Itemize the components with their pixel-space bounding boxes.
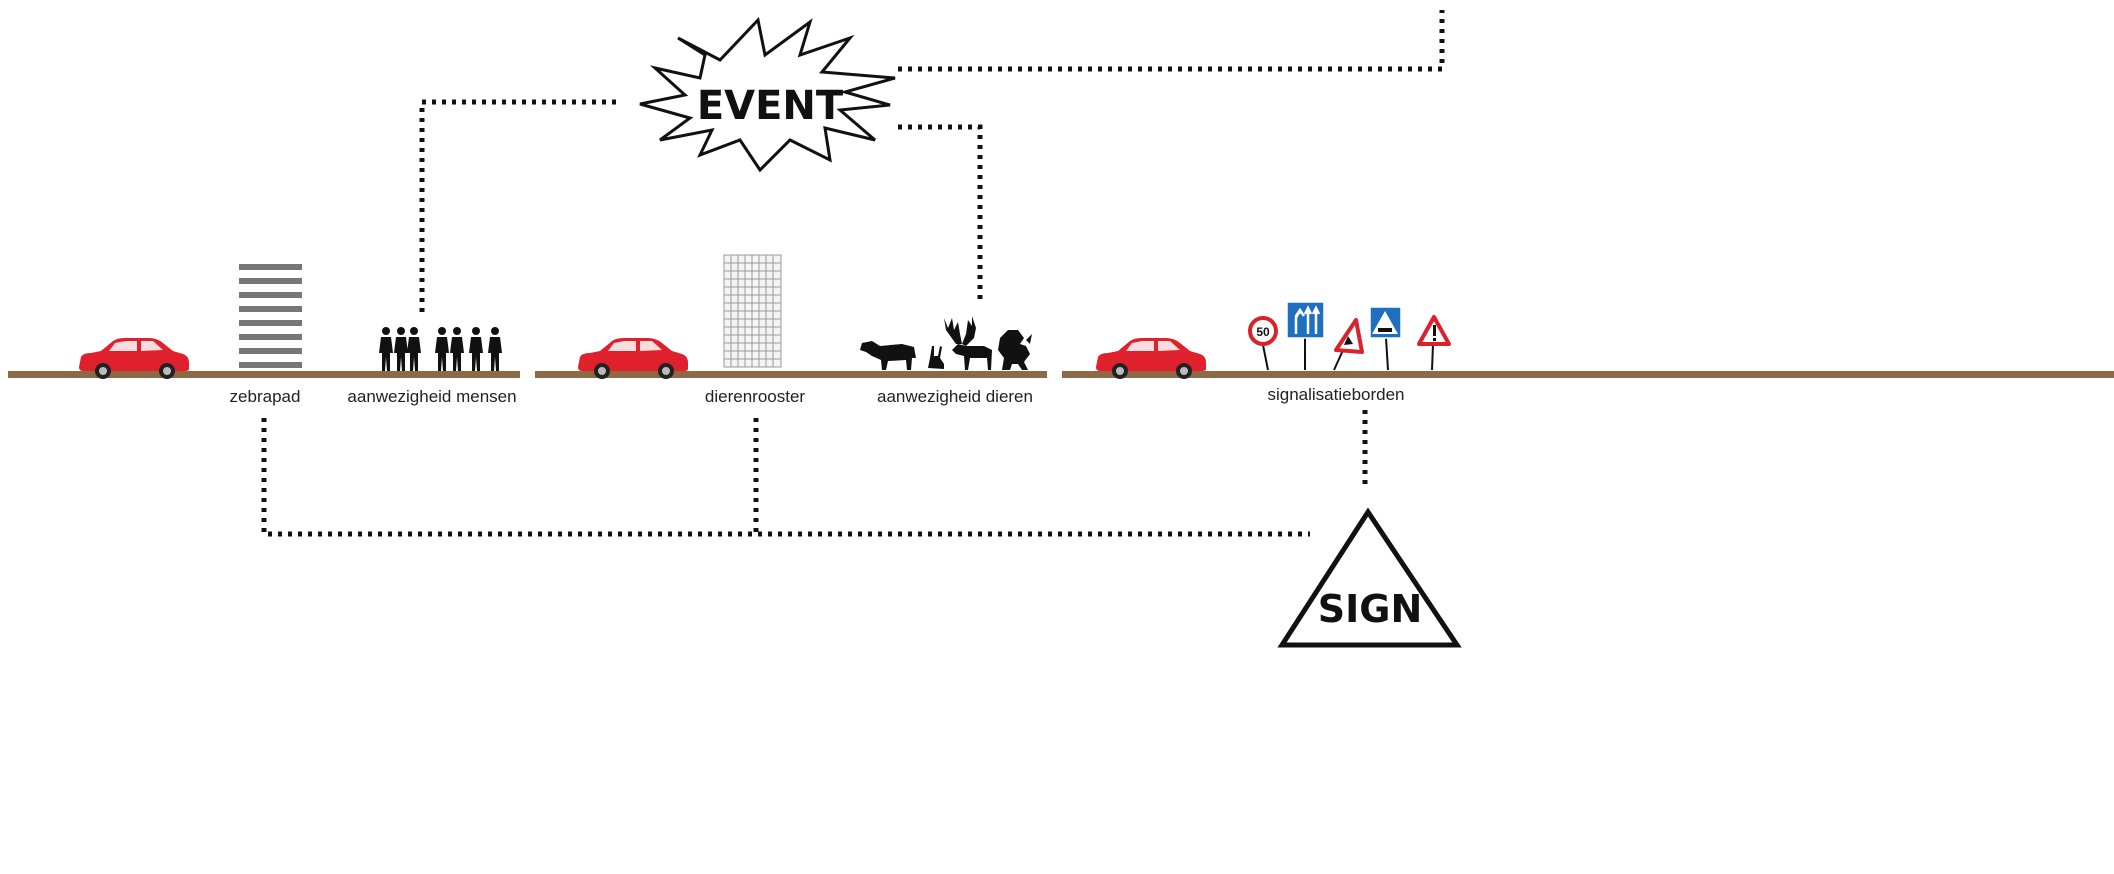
animals-icon bbox=[860, 316, 1032, 370]
hare-icon bbox=[928, 346, 944, 369]
connector-event-to-animals bbox=[898, 127, 980, 305]
event-label: EVENT bbox=[697, 83, 844, 129]
event-burst: EVENT bbox=[640, 20, 895, 170]
speed-limit-sign-icon: 50 bbox=[1250, 318, 1276, 370]
deer-icon bbox=[944, 316, 992, 370]
warning-sign-icon bbox=[1334, 320, 1362, 370]
animals-label: aanwezigheid dieren bbox=[877, 387, 1033, 406]
danger-sign-icon bbox=[1419, 317, 1449, 370]
sign-label: SIGN bbox=[1318, 587, 1423, 631]
connector-people-to-event bbox=[422, 102, 622, 312]
connector-zebrapad-to-sign bbox=[264, 418, 1310, 534]
zebra-crossing-icon bbox=[239, 264, 302, 368]
lion-icon bbox=[998, 330, 1032, 370]
road-segment-2 bbox=[535, 371, 1047, 378]
lane-sign-icon bbox=[1287, 302, 1324, 370]
cow-icon bbox=[860, 341, 916, 370]
speed-limit-value: 50 bbox=[1256, 325, 1270, 339]
road-segment-1 bbox=[8, 371, 520, 378]
people-icon bbox=[379, 327, 502, 371]
crossing-sign-icon bbox=[1370, 307, 1401, 370]
people-label: aanwezigheid mensen bbox=[347, 387, 516, 406]
road-segment-3 bbox=[1062, 371, 2114, 378]
zebrapad-label: zebrapad bbox=[230, 387, 301, 406]
signs-label: signalisatieborden bbox=[1267, 385, 1404, 404]
connector-event-to-top-right bbox=[898, 10, 1442, 69]
animal-grid-icon bbox=[724, 255, 781, 367]
traffic-signs-icon: 50 bbox=[1250, 302, 1449, 370]
grid-label: dierenrooster bbox=[705, 387, 806, 406]
